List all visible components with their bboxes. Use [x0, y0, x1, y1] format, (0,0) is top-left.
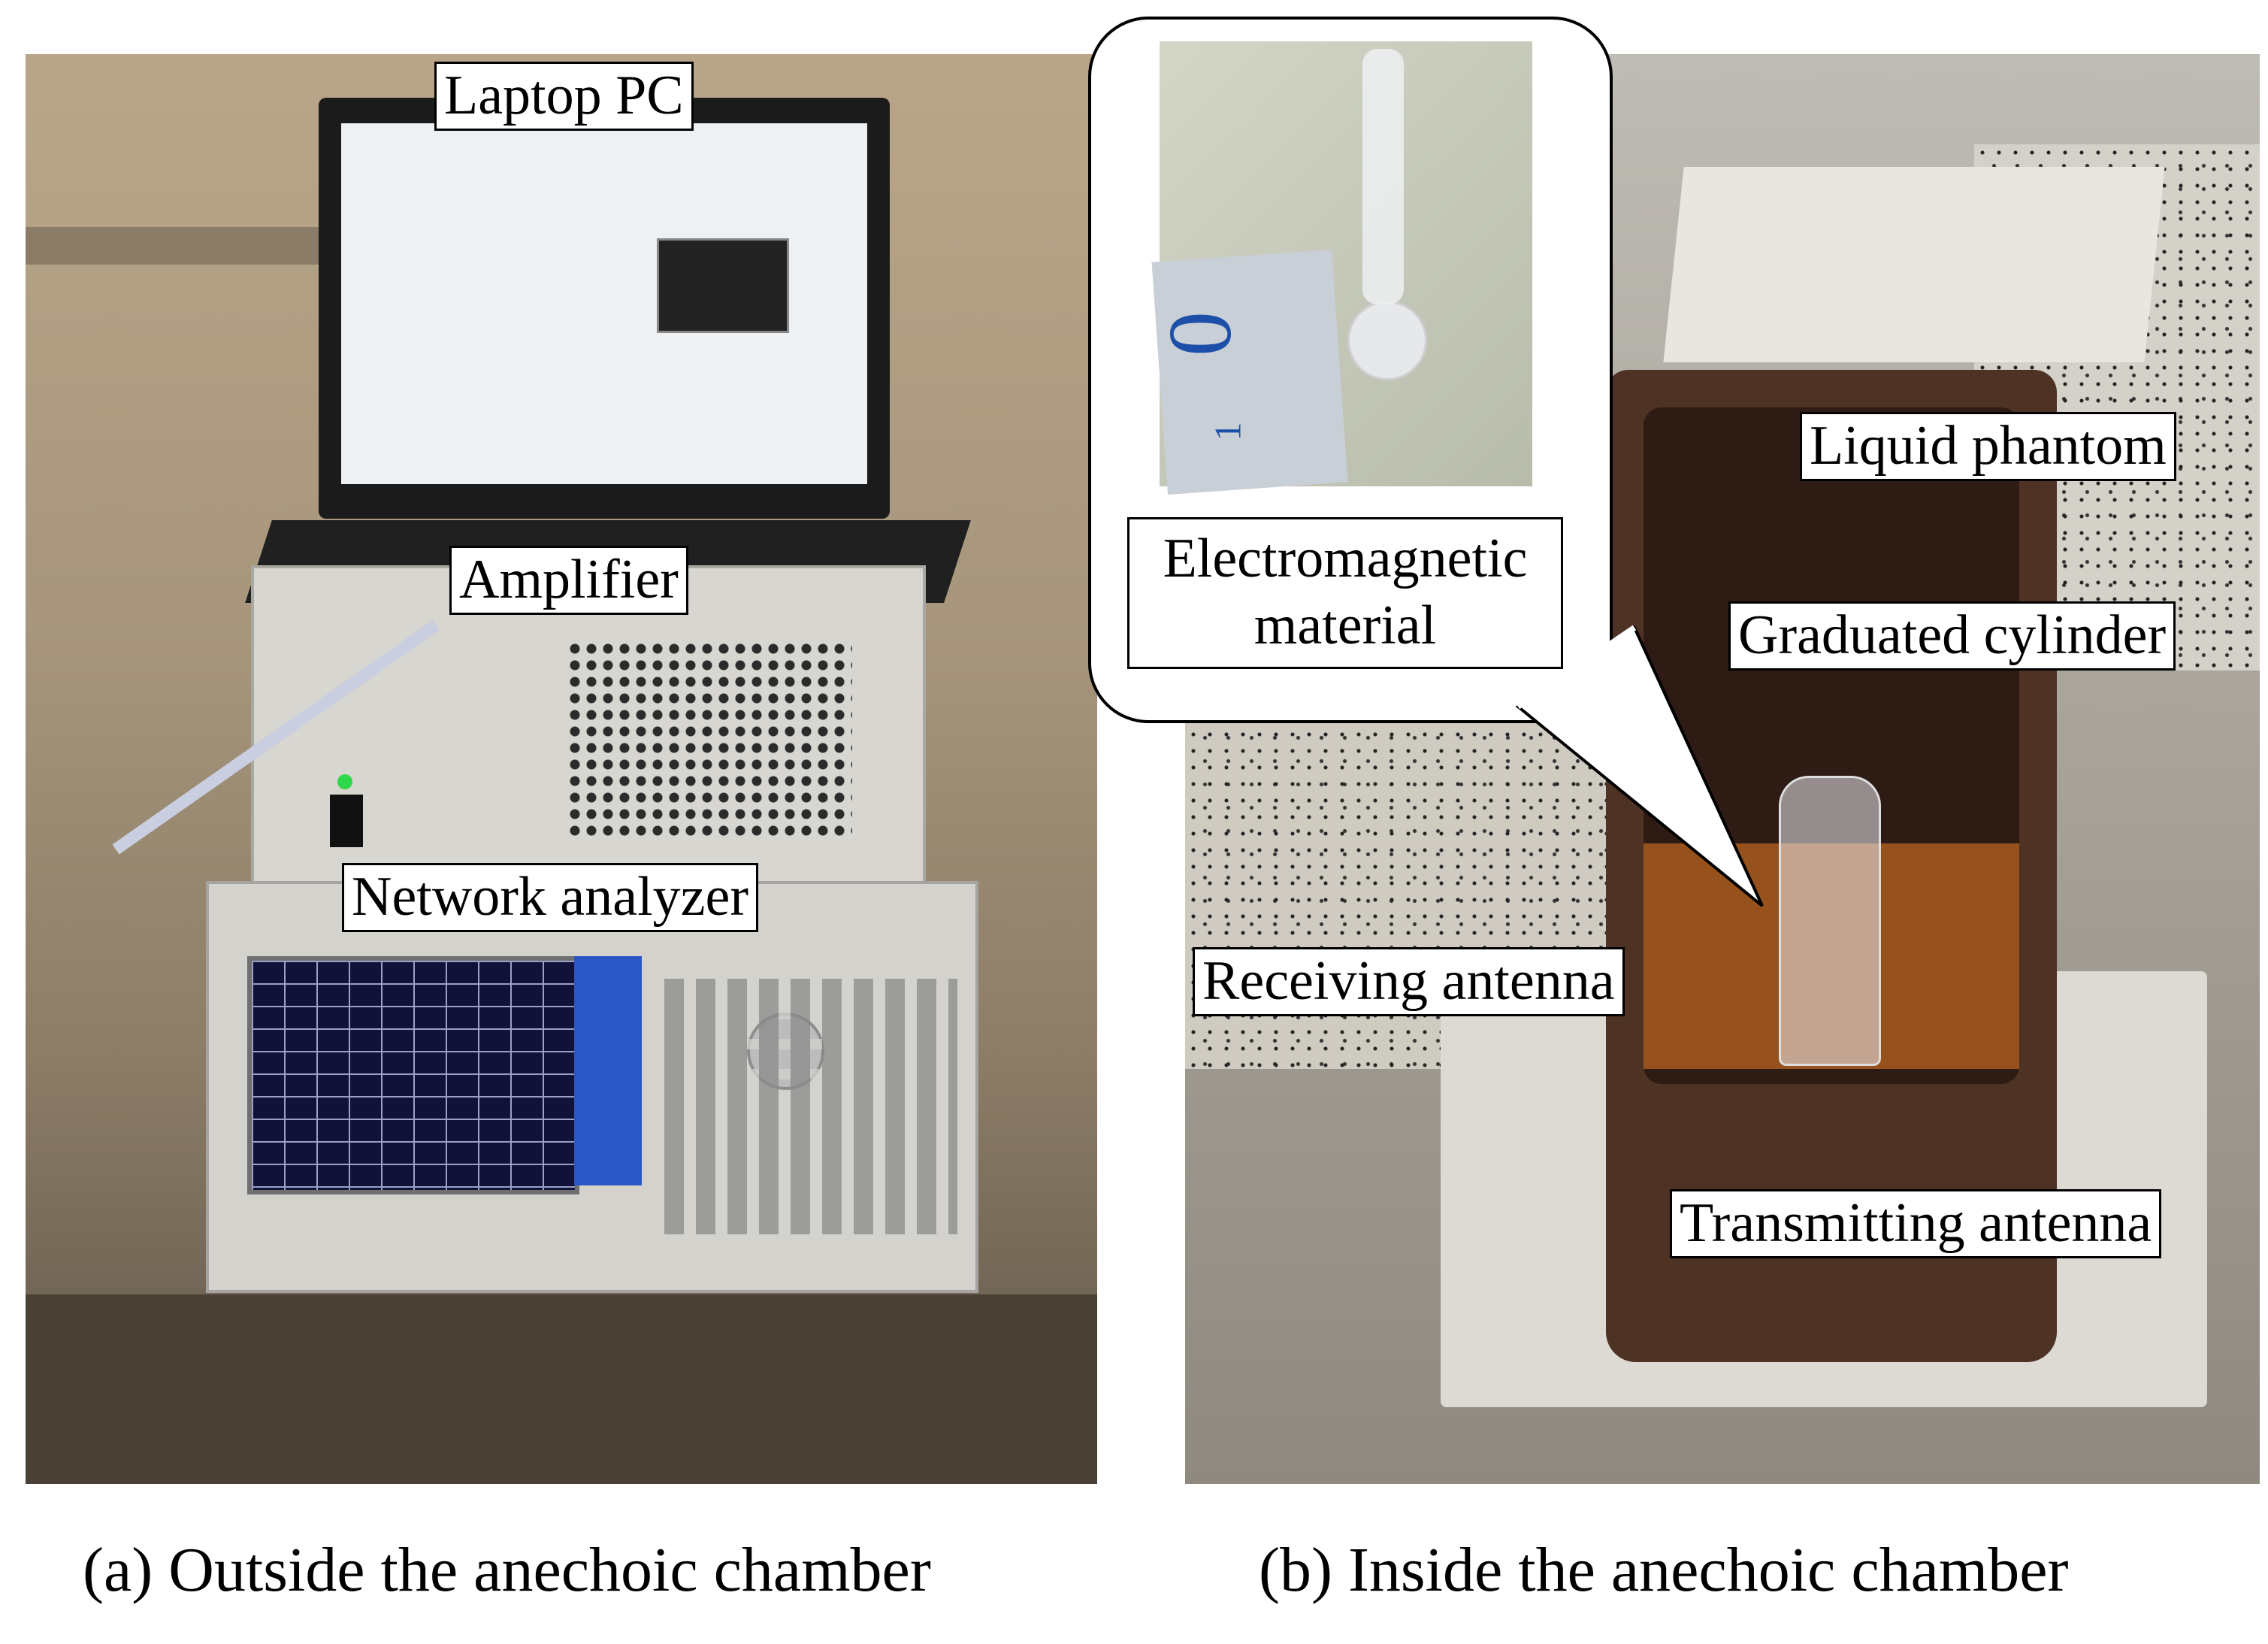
label-em-line2: material	[1253, 594, 1437, 656]
bench-top	[26, 1294, 1097, 1484]
laptop-plot	[657, 238, 789, 333]
caption-panel-a: (a) Outside the anechoic chamber	[83, 1535, 931, 1605]
label-laptop-pc: Laptop PC	[434, 62, 694, 131]
foam-block-top	[1663, 167, 2165, 362]
label-transmitting-antenna: Transmitting antenna	[1670, 1189, 2162, 1258]
ruler-mark-0: 0	[1150, 311, 1250, 356]
material-wrap	[1362, 49, 1404, 304]
material-disc	[1347, 301, 1427, 380]
photo-outside-chamber	[26, 54, 1097, 1484]
label-network-analyzer: Network analyzer	[342, 863, 759, 932]
graduated-cylinder	[1779, 776, 1881, 1066]
label-em-line1: Electromagnetic	[1163, 528, 1528, 589]
caption-panel-b: (b) Inside the anechoic chamber	[1259, 1535, 2069, 1605]
label-electromagnetic-material: Electromagnetic material	[1127, 517, 1563, 669]
label-amplifier: Amplifier	[449, 546, 688, 615]
label-liquid-phantom: Liquid phantom	[1800, 412, 2176, 481]
amplifier-power-led	[337, 774, 352, 789]
analyzer-screen	[247, 956, 579, 1194]
amplifier-power-switch	[330, 795, 363, 847]
shelf-left	[26, 227, 341, 265]
analyzer-softkeys	[574, 956, 642, 1185]
ruler-mark-1: 1	[1206, 422, 1249, 441]
callout-pointer	[1515, 625, 1764, 907]
ruler	[1151, 250, 1348, 495]
material-closeup-photo: 0 1	[1150, 41, 1532, 495]
analyzer-keypad	[664, 979, 957, 1234]
label-receiving-antenna: Receiving antenna	[1193, 947, 1625, 1016]
amplifier-vent	[567, 640, 852, 836]
label-graduated-cylinder: Graduated cylinder	[1728, 601, 2176, 671]
